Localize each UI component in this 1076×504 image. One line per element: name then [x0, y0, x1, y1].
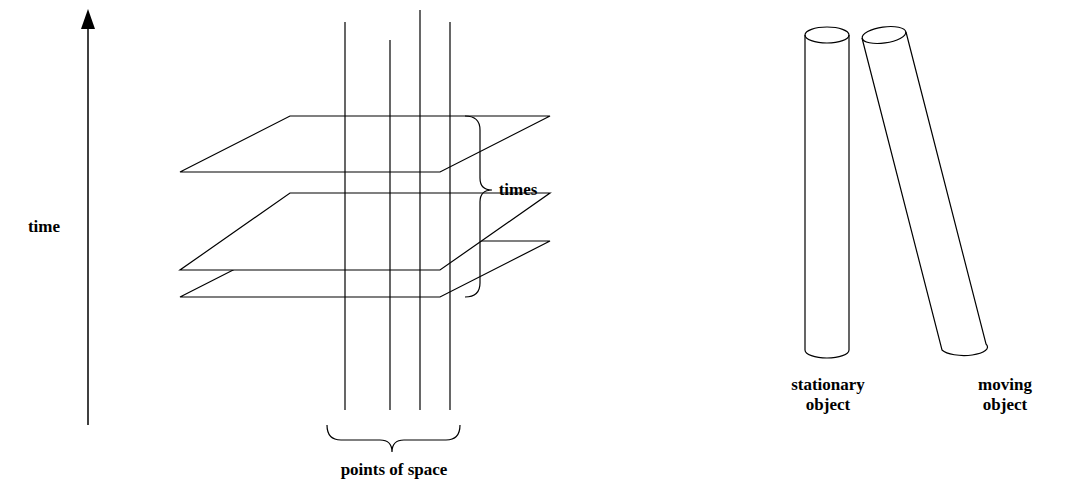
moving-cylinder: [861, 24, 987, 356]
label: moving object: [965, 375, 1045, 416]
stationary-cylinder: [805, 27, 849, 358]
label: points of space: [294, 460, 494, 480]
time-plane: [180, 193, 550, 270]
label: stationary object: [783, 375, 873, 416]
brace: [465, 116, 492, 297]
brace: [327, 425, 460, 452]
arrow-head: [81, 9, 95, 29]
point-worldlines: [345, 10, 450, 410]
label: time: [4, 217, 84, 237]
time-axis: [87, 26, 89, 425]
label: times: [478, 180, 558, 200]
time-plane: [180, 116, 550, 172]
